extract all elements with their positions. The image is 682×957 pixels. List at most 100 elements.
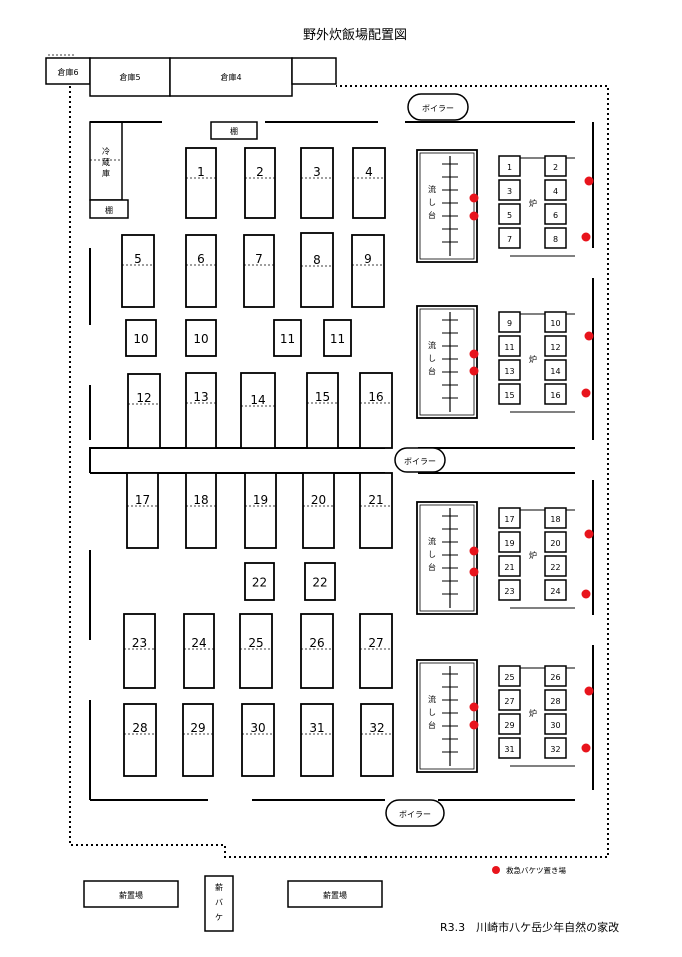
table-21: 19 (244, 472, 277, 549)
stove-26: 26 (544, 665, 567, 687)
stove-2: 2 (544, 155, 567, 177)
firewood-storage-left-label: 薪置場 (119, 890, 143, 900)
table-25: 22 (304, 562, 336, 601)
sink-label: し (428, 198, 436, 207)
table-31: 28 (123, 703, 157, 777)
table-26: 23 (123, 613, 156, 689)
stove-number: 20 (550, 539, 560, 548)
stove-number: 15 (504, 391, 514, 400)
table-number: 16 (368, 390, 383, 404)
table-number: 6 (197, 252, 205, 266)
table-number: 9 (364, 252, 372, 266)
table-number: 2 (256, 165, 264, 179)
stove-1: 1 (498, 155, 521, 177)
table-number: 5 (134, 252, 142, 266)
stove-7: 7 (498, 227, 521, 249)
stove-6: 6 (544, 203, 567, 225)
fridge (89, 121, 123, 201)
stove-number: 2 (553, 163, 558, 172)
sink-label: 台 (428, 210, 436, 220)
table-number: 25 (248, 636, 263, 650)
stove-14: 14 (544, 359, 567, 381)
table-number: 31 (309, 721, 324, 735)
stove-number: 10 (550, 319, 560, 328)
stove-21: 21 (498, 555, 521, 577)
stove-22: 22 (544, 555, 567, 577)
table-number: 29 (190, 721, 205, 735)
table-number: 10 (193, 332, 208, 346)
table-5: 5 (121, 234, 155, 308)
fire-bucket-1 (469, 193, 479, 203)
stove-16: 16 (544, 383, 567, 405)
table-30: 27 (359, 613, 393, 689)
shelf-top-label: 棚 (230, 126, 238, 136)
sink-label: し (428, 550, 436, 559)
fire-bucket-3 (584, 176, 594, 186)
shelf-top (210, 121, 258, 140)
table-number: 14 (250, 393, 265, 407)
firewood-bucket-label-3: ケ (215, 913, 223, 922)
table-number: 28 (132, 721, 147, 735)
sink-4: 流し台 (416, 659, 478, 773)
table-28: 25 (239, 613, 273, 689)
stove-number: 16 (550, 391, 560, 400)
sink-label: 流 (428, 536, 436, 546)
stove-number: 13 (504, 367, 514, 376)
stove-3: 3 (498, 179, 521, 201)
boiler-top: ボイラー (407, 93, 469, 121)
table-15: 13 (185, 372, 217, 449)
table-number: 24 (191, 636, 206, 650)
table-number: 19 (253, 493, 268, 507)
table-7: 7 (243, 234, 275, 308)
legend-bucket-label: 救急バケツ置き場 (506, 865, 566, 875)
stove-18: 18 (544, 507, 567, 529)
diagram-title: 野外炊飯場配置図 (303, 28, 407, 43)
table-8: 8 (300, 232, 334, 308)
table-number: 13 (193, 390, 208, 404)
stove-31: 31 (498, 737, 521, 759)
table-32: 29 (182, 703, 214, 777)
stove-number: 19 (504, 539, 514, 548)
table-number: 7 (255, 252, 263, 266)
firewood-bucket-label-2: バ (215, 898, 223, 907)
stove-number: 12 (550, 343, 560, 352)
stove-5: 5 (498, 203, 521, 225)
stove-number: 30 (550, 721, 560, 730)
fire-bucket-7 (584, 331, 594, 341)
storage-4-label: 倉庫4 (220, 72, 241, 82)
stove-28: 28 (544, 689, 567, 711)
storage-row (45, 57, 337, 97)
storage-5-label: 倉庫5 (119, 72, 140, 82)
table-number: 22 (312, 576, 327, 590)
stove-number: 29 (504, 721, 514, 730)
fire-bucket-6 (469, 366, 479, 376)
fire-bucket-11 (584, 529, 594, 539)
stove-9: 9 (498, 311, 521, 333)
table-number: 3 (313, 165, 321, 179)
storage-6-label: 倉庫6 (57, 67, 78, 77)
stove-25: 25 (498, 665, 521, 687)
stove-15: 15 (498, 383, 521, 405)
table-27: 24 (183, 613, 215, 689)
stove-29: 29 (498, 713, 521, 735)
site-boundary (69, 85, 609, 858)
table-34: 31 (300, 703, 334, 777)
table-number: 26 (309, 636, 324, 650)
table-19: 17 (126, 472, 159, 549)
sink-2: 流し台 (416, 305, 478, 419)
table-6: 6 (185, 234, 217, 308)
firewood-bucket (204, 875, 234, 932)
table-16: 14 (240, 372, 276, 449)
fire-bucket-2 (469, 211, 479, 221)
firewood-storage-left (83, 880, 179, 908)
stove-number: 4 (553, 187, 558, 196)
fire-bucket-10 (469, 567, 479, 577)
firewood-storage-right-label: 薪置場 (323, 890, 347, 900)
sink-label: 流 (428, 340, 436, 350)
stove-number: 25 (504, 673, 514, 682)
stove-19: 19 (498, 531, 521, 553)
